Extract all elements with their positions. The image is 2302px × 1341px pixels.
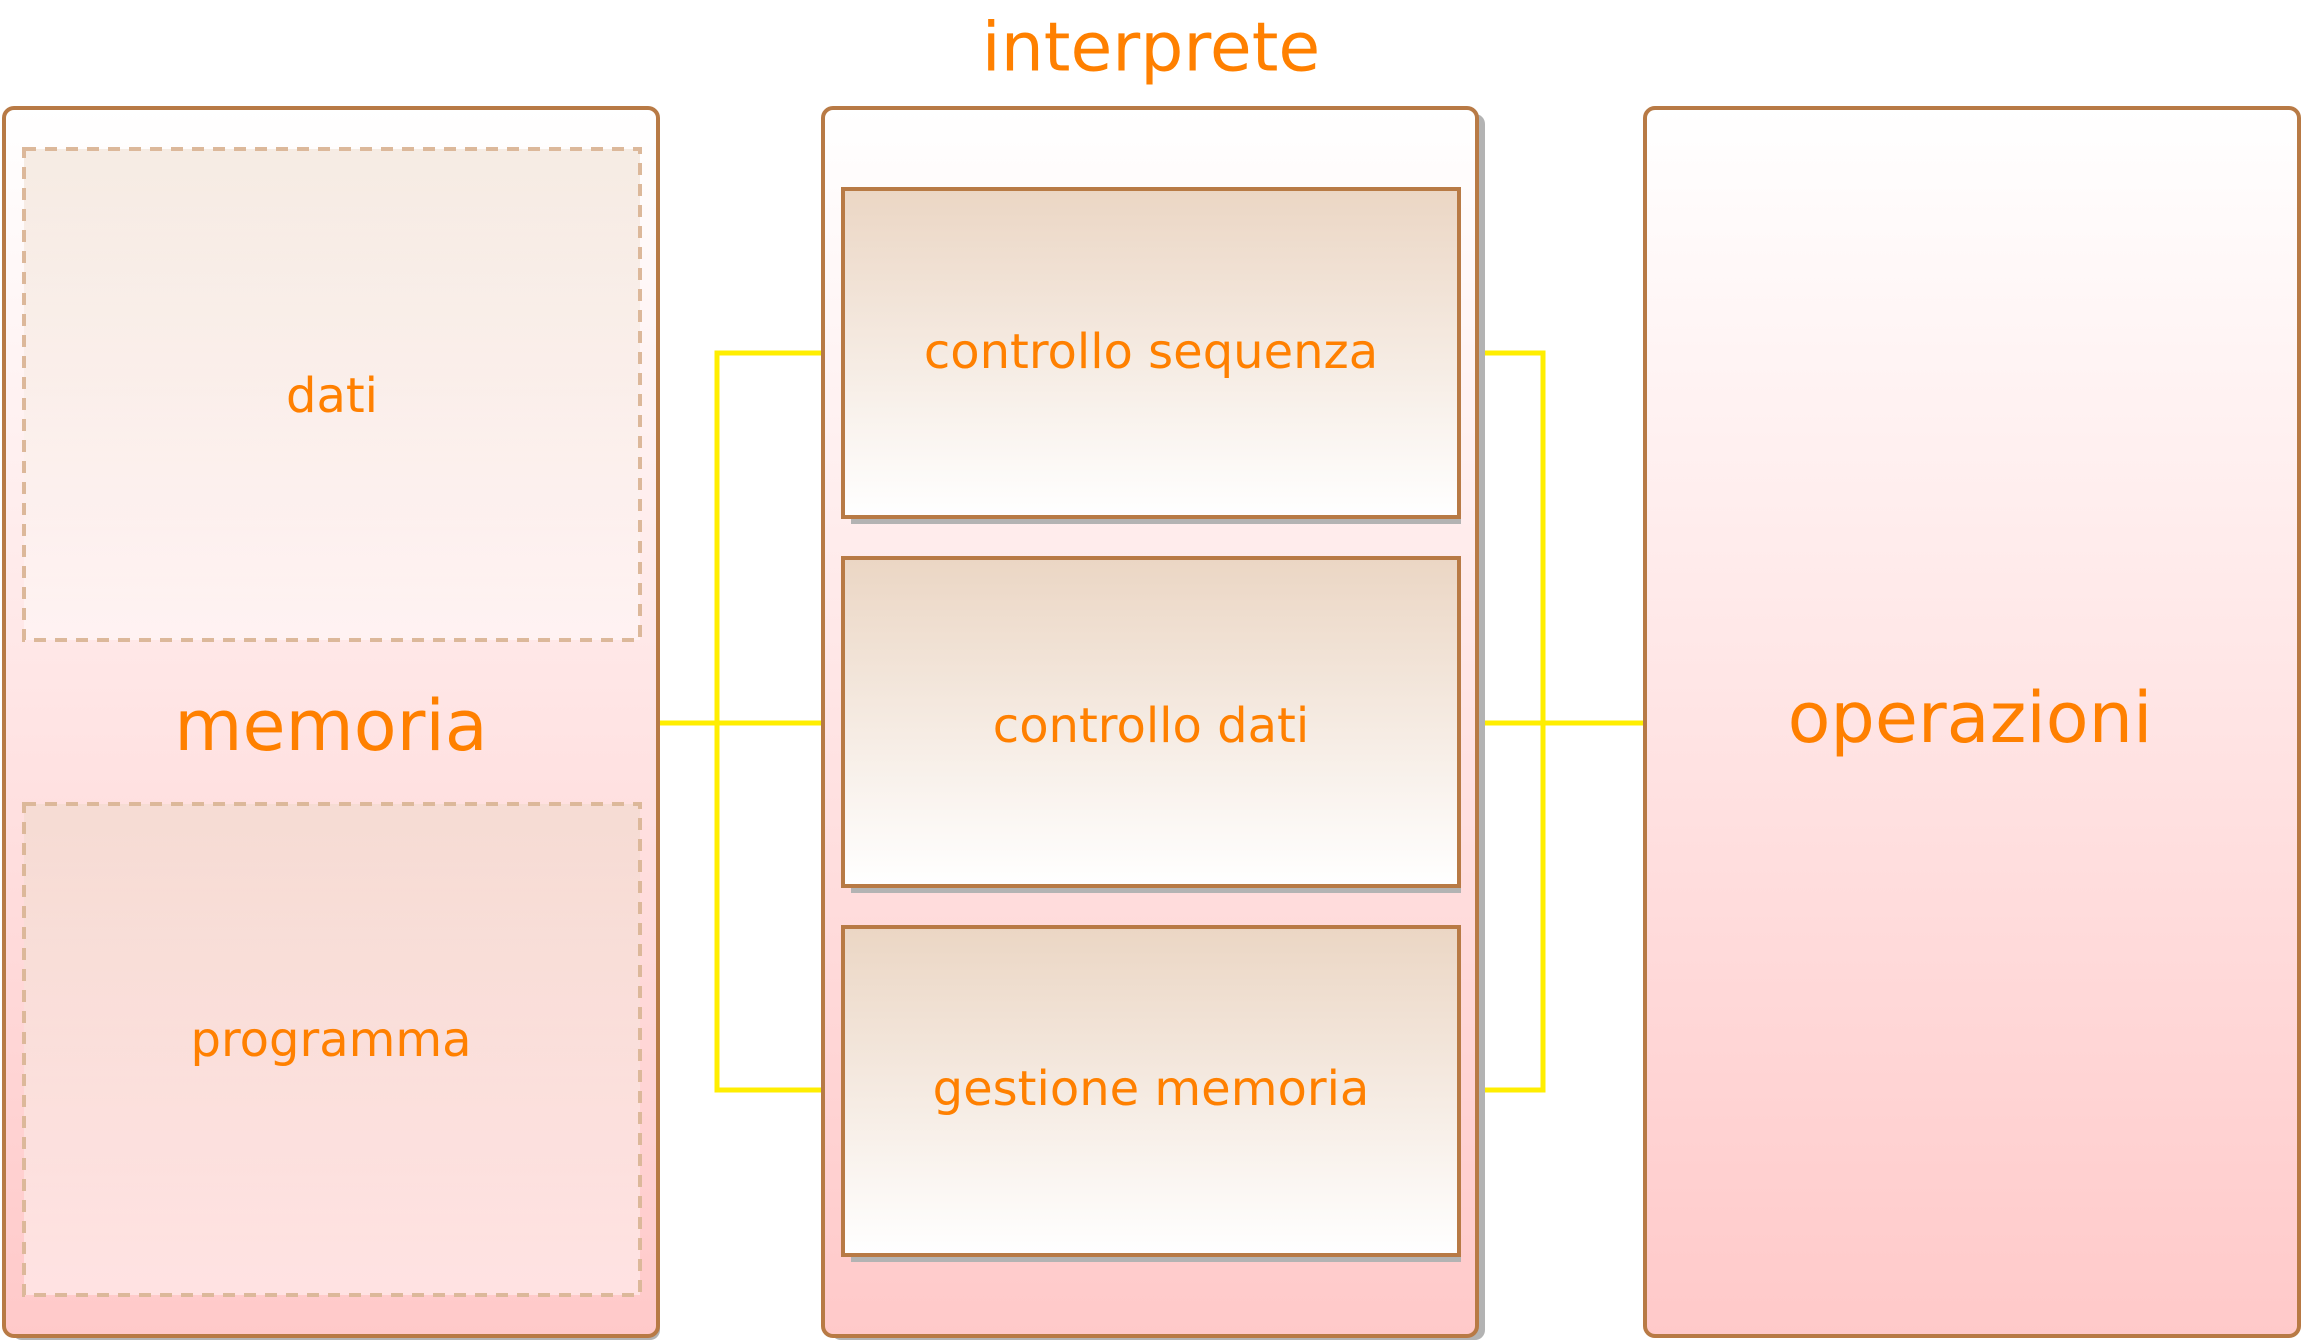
- operazioni-label: operazioni: [1788, 677, 2153, 759]
- gestione-memoria-label: gestione memoria: [933, 1061, 1370, 1117]
- connectors: [658, 350, 1643, 1093]
- interprete-panel: interprete controllo sequenza controllo …: [821, 9, 1485, 1340]
- memoria-panel: dati memoria programma: [2, 106, 660, 1340]
- operazioni-panel: operazioni: [1643, 106, 2301, 1338]
- dati-region: dati: [22, 147, 642, 642]
- dati-label: dati: [286, 368, 378, 424]
- memoria-label: memoria: [174, 685, 487, 767]
- controllo-dati-label: controllo dati: [993, 698, 1309, 754]
- programma-region: programma: [22, 802, 642, 1297]
- block-controllo-sequenza: controllo sequenza: [841, 187, 1461, 524]
- controllo-sequenza-label: controllo sequenza: [924, 324, 1378, 380]
- block-gestione-memoria: gestione memoria: [841, 925, 1461, 1262]
- block-controllo-dati: controllo dati: [841, 556, 1461, 893]
- programma-label: programma: [190, 1012, 471, 1068]
- connector-left-bracket: [714, 350, 840, 1093]
- interprete-title: interprete: [982, 9, 1320, 88]
